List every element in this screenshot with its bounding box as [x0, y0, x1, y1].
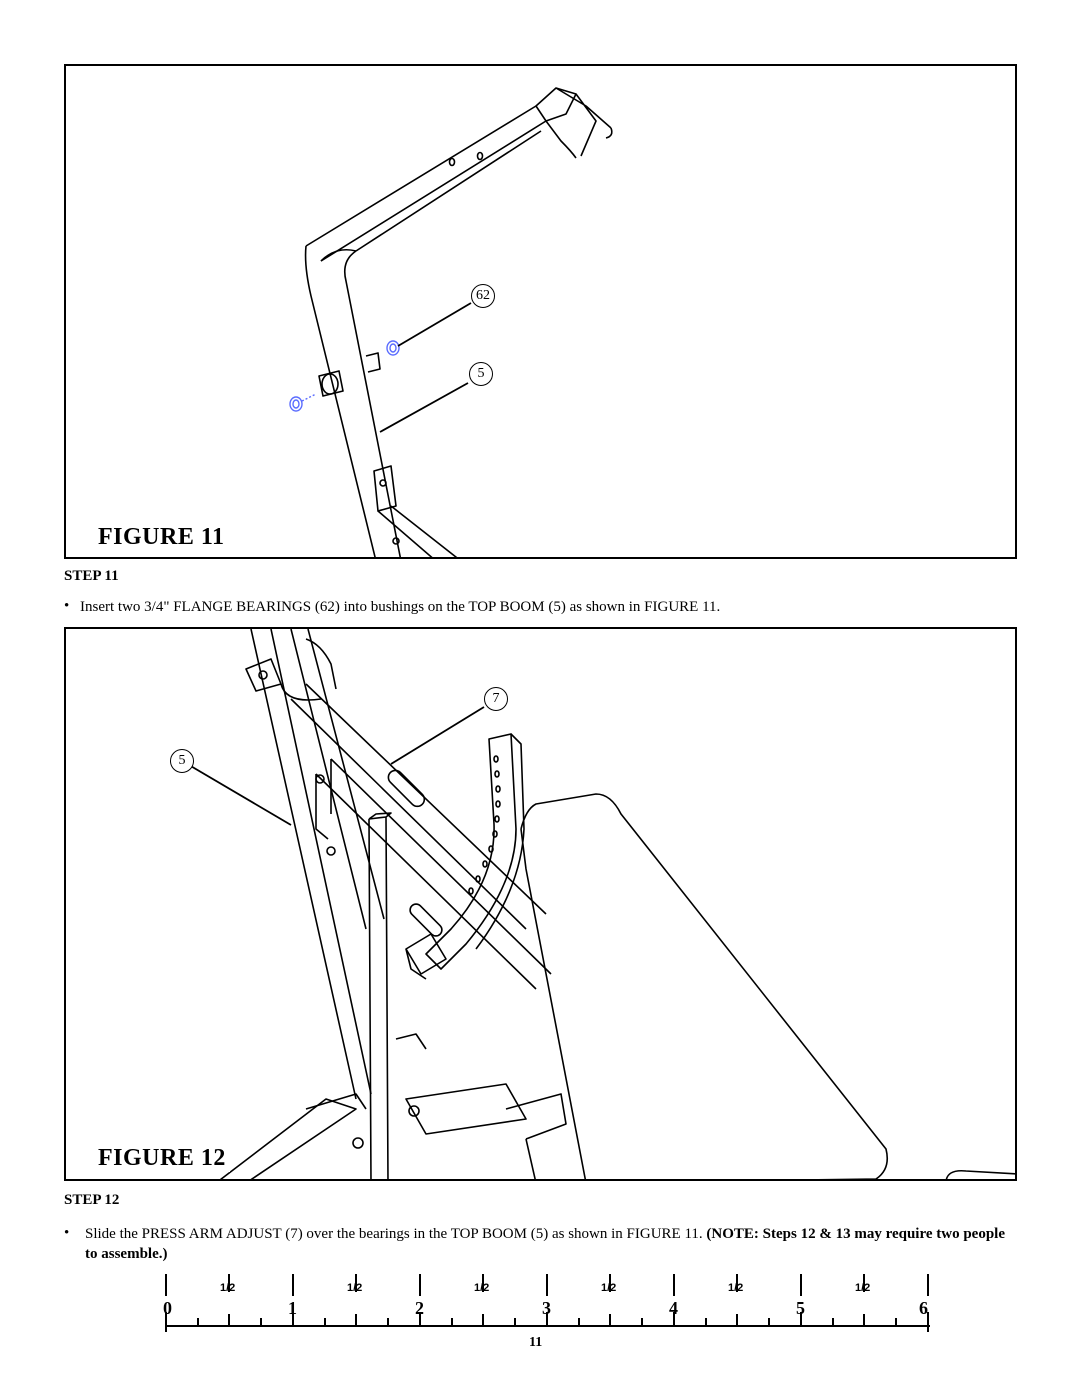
ruler-half-label: 1/2	[601, 1282, 617, 1294]
step-11-bullet: •	[64, 598, 70, 614]
figure-12-label: FIGURE 12	[94, 1145, 230, 1172]
ruler-half-label: 1/2	[347, 1282, 363, 1294]
callout-5: 5	[469, 362, 493, 386]
figure-11-label: FIGURE 11	[94, 524, 229, 551]
ruler-number-1: 1	[288, 1298, 297, 1318]
ruler-half-label: 1/2	[855, 1282, 871, 1294]
ruler-ticks	[165, 1274, 930, 1332]
ruler-half-label: 1/2	[220, 1282, 236, 1294]
step-12-note: (NOTE: Steps 12 & 13 may require two peo…	[85, 1226, 1006, 1262]
figure-12-box: 7 5 FIGURE 12	[64, 627, 1017, 1181]
inch-ruler: 0 1 2 3 4 5 6 1/2 1/2 1/2 1/2 1/2 1/2	[160, 1270, 940, 1340]
callout-62: 62	[471, 284, 495, 308]
ruler-number-4: 4	[669, 1298, 678, 1318]
callout-5-fig12: 5	[170, 749, 194, 773]
step-12-body: Slide the PRESS ARM ADJUST (7) over the …	[85, 1226, 707, 1242]
ruler-number-5: 5	[796, 1298, 805, 1318]
ruler-number-6: 6	[919, 1298, 928, 1318]
step-12-bullet: •	[64, 1225, 70, 1241]
figure-12-drawing	[188, 629, 1015, 1179]
ruler-number-0: 0	[163, 1298, 172, 1318]
ruler-number-3: 3	[542, 1298, 551, 1318]
step-12-text: Slide the PRESS ARM ADJUST (7) over the …	[85, 1224, 1010, 1264]
step-11-title: STEP 11	[64, 568, 119, 584]
ruler-number-2: 2	[415, 1298, 424, 1318]
ruler-half-label: 1/2	[474, 1282, 490, 1294]
page-number: 11	[529, 1335, 543, 1350]
figure-11-box: 62 5 FIGURE 11	[64, 64, 1017, 559]
callout-7: 7	[484, 687, 508, 711]
ruler-half-label: 1/2	[728, 1282, 744, 1294]
step-11-text: Insert two 3/4" FLANGE BEARINGS (62) int…	[80, 599, 721, 615]
step-12-title: STEP 12	[64, 1192, 120, 1208]
figure-11-drawing	[289, 87, 613, 557]
